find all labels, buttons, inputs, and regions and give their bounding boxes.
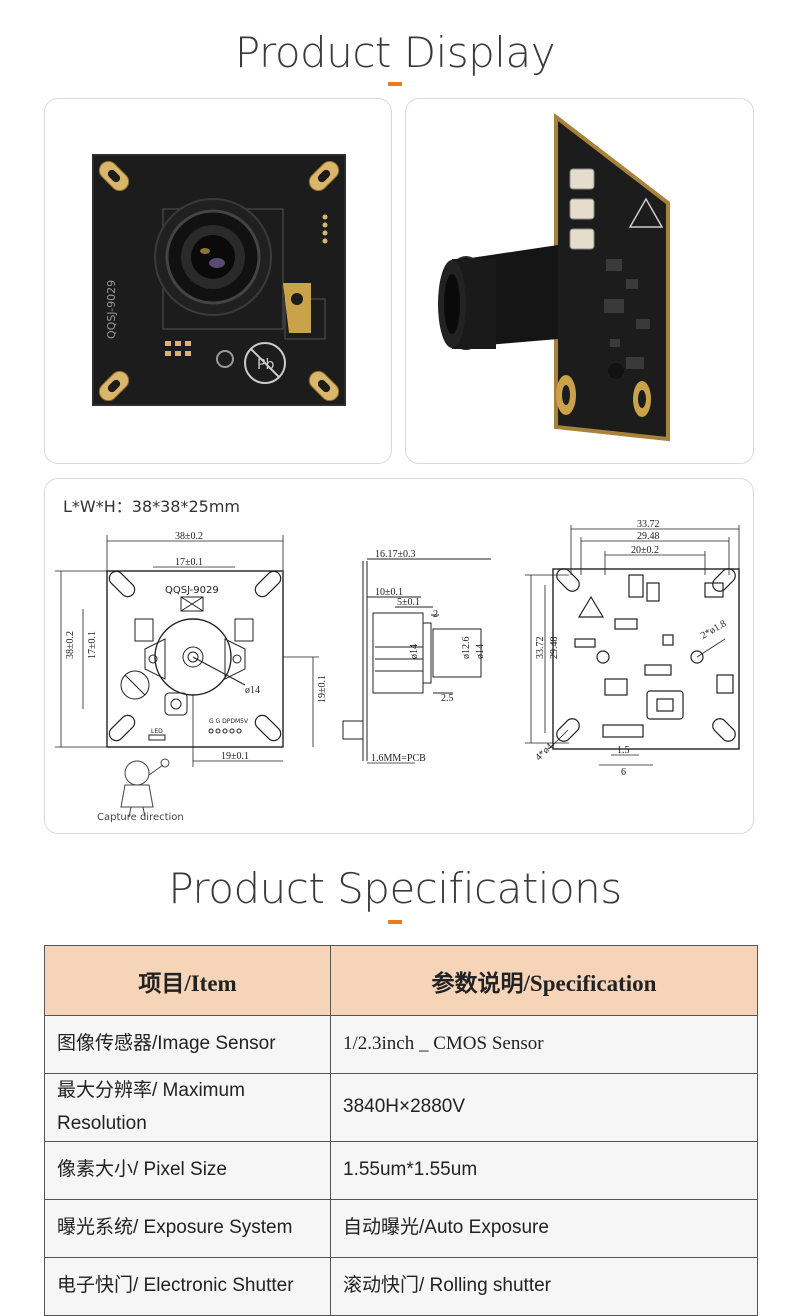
capture-direction-label: Capture direction [97,812,184,823]
side-dia-14b: ø14 [475,644,486,659]
dimension-drawings: QQSJ-9029 G G DPDM5V LED ø14 [55,519,740,818]
table-row: 像素大小/ Pixel Size 1.55um*1.55um [44,1141,758,1200]
table-row: 曝光系统/ Exposure System 自动曝光/Auto Exposure [44,1199,758,1258]
side-pcb-label: 1.6MM=PCB [371,753,426,764]
spec-item: 电子快门/ Electronic Shutter [44,1257,331,1316]
board-marking: QQSJ-9029 [105,280,118,339]
side-top-dim: 16.17±0.3 [375,549,416,560]
front-width-dim: 38±0.2 [175,531,203,542]
front-view: QQSJ-9029 G G DPDM5V LED ø14 [55,531,328,818]
front-inner-dim: 17±0.1 [175,557,203,568]
back-view: 33.72 29.48 20±0.2 33.72 29.48 2*ø1.8 4*… [525,519,740,778]
front-lens-dia: ø14 [245,685,260,696]
back-top-dim-3: 20±0.2 [631,545,659,556]
back-bottom-dim-1: 1.5 [617,745,630,756]
back-left-dim-1: 33.72 [535,637,546,660]
spec-item: 曝光系统/ Exposure System [44,1199,331,1258]
front-left-dim: 17±0.1 [87,631,98,659]
back-left-dim-2: 29.48 [549,637,560,660]
spec-table: 项目/Item 参数说明/Specification 图像传感器/Image S… [44,945,758,1316]
spec-value: 自动曝光/Auto Exposure [330,1199,758,1258]
dimension-drawing-panel: L*W*H：38*38*25mm [44,478,754,834]
side-dim-10: 10±0.1 [375,587,403,598]
spec-header-row: 项目/Item 参数说明/Specification [44,945,758,1016]
back-hole-small: 2*ø1.8 [699,618,728,641]
spec-item: 图像传感器/Image Sensor [44,1015,331,1074]
table-row: 电子快门/ Electronic Shutter 滚动快门/ Rolling s… [44,1257,758,1316]
front-board-image: Pb QQSJ-9029 [92,154,346,406]
side-dim-25: 2.5 [441,693,454,704]
spec-value: 3840H×2880V [330,1073,758,1142]
header-specification: 参数说明/Specification [330,945,758,1016]
side-view: 16.17±0.3 10±0.1 5±0.1 2 ø14 ø12.6 ø14 2… [342,549,491,764]
table-row: 最大分辨率/ Maximum Resolution 3840H×2880V [44,1073,758,1142]
spec-item: 像素大小/ Pixel Size [44,1141,331,1200]
front-led-label: LED [151,728,163,735]
back-top-dim-1: 33.72 [637,519,660,530]
title-accent-bar [388,82,402,86]
side-dia-14a: ø14 [409,644,420,659]
angled-board-image [438,112,670,442]
spec-value: 滚动快门/ Rolling shutter [330,1257,758,1316]
product-photo-front: Pb QQSJ-9029 [44,98,392,464]
front-right-dim: 19±0.1 [317,675,328,703]
title-accent-bar [388,920,402,924]
product-display-title: Product Display [234,28,556,77]
dimensions-label: L*W*H：38*38*25mm [63,497,241,516]
table-row: 图像传感器/Image Sensor 1/2.3inch _ CMOS Sens… [44,1015,758,1074]
back-top-dim-2: 29.48 [637,531,660,542]
spec-item: 最大分辨率/ Maximum Resolution [44,1073,331,1142]
side-dim-5: 5±0.1 [397,597,420,608]
spec-value: 1/2.3inch _ CMOS Sensor [330,1015,758,1074]
product-specs-title: Product Specifications [168,864,622,913]
header-item: 项目/Item [44,945,331,1016]
product-photo-angle [405,98,754,464]
side-dim-2: 2 [433,609,438,620]
side-dia-126: ø12.6 [461,637,472,660]
spec-value: 1.55um*1.55um [330,1141,758,1200]
back-bottom-dim-2: 6 [621,767,626,778]
front-pin-label: G G DPDM5V [209,718,249,725]
front-bottom-dim: 19±0.1 [221,751,249,762]
front-chip-label: QQSJ-9029 [165,585,219,596]
svg-text:Pb: Pb [257,357,274,373]
back-hole-large: 4*ø4 [533,741,555,763]
front-height-dim: 38±0.2 [65,631,76,659]
